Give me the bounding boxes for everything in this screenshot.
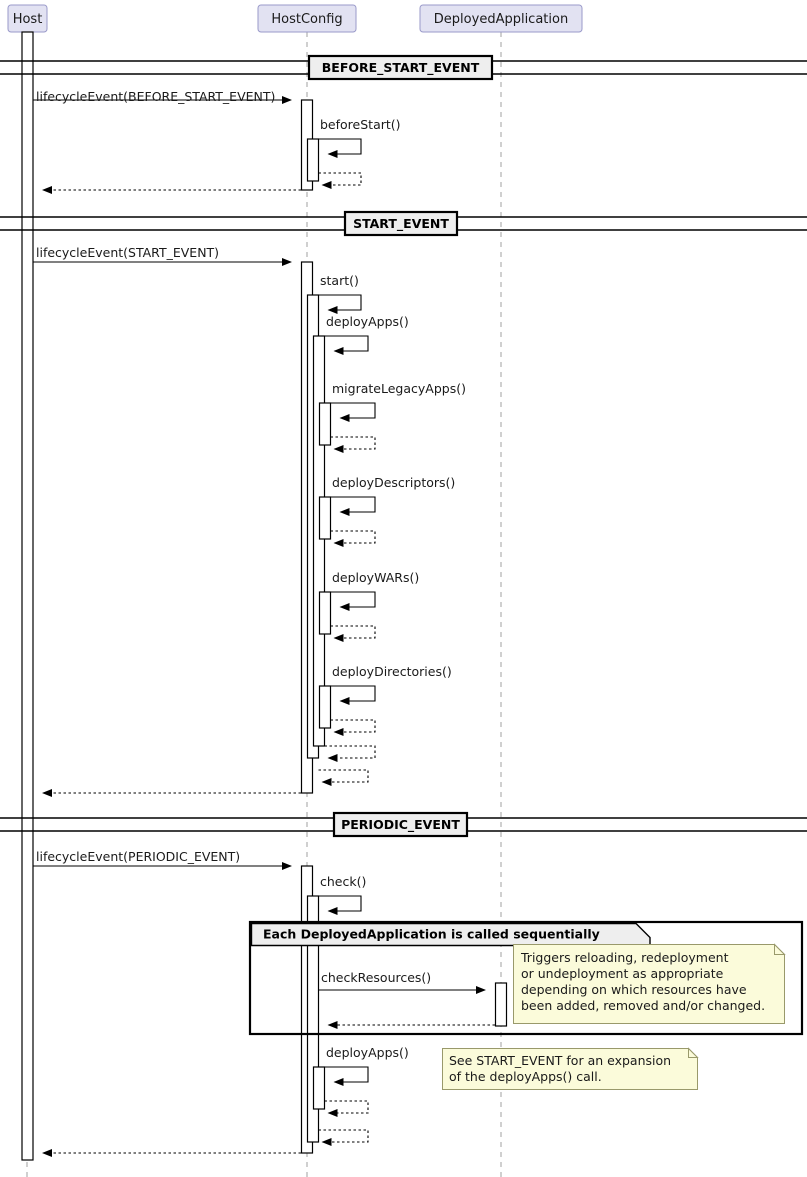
activation-hostconfig-deployapps2-self <box>312 1066 326 1110</box>
message-start-self-call: start() <box>312 273 362 314</box>
note-body-shape <box>513 944 785 1024</box>
message-deployapps-self-call: deployApps() <box>318 314 409 355</box>
message-arrow <box>312 138 362 158</box>
message-deploydescriptors-self-return <box>330 530 376 547</box>
message-label: lifecycleEvent(START_EVENT) <box>36 245 219 260</box>
activation-hostconfig-deploydescriptors-self <box>318 496 332 540</box>
message-return-arrow <box>324 1100 369 1117</box>
activation-hostconfig-migratelegacyapps-self <box>318 402 332 446</box>
message-return-arrow <box>330 625 376 642</box>
message-arrow <box>312 294 362 314</box>
message-deploydirectories-self-return <box>330 719 376 736</box>
activation-hostconfig-deploydirectories-self <box>318 685 332 729</box>
message-deployapps-self-return <box>324 745 376 762</box>
message-label: deployDirectories() <box>332 664 452 679</box>
note-line: Triggers reloading, redeployment <box>520 950 729 965</box>
note-fold-corner <box>688 1047 699 1058</box>
divider-periodic-event: PERIODIC_EVENT <box>0 811 807 838</box>
note-fold-corner <box>774 943 786 955</box>
message-arrow <box>318 1066 369 1086</box>
message-label: deployDescriptors() <box>332 475 455 490</box>
message-deploydirectories-self-call: deployDirectories() <box>324 664 452 705</box>
participant-deployedapplication[interactable]: DeployedApplication <box>419 4 583 33</box>
message-return-arrow <box>318 172 362 189</box>
note-deploy-apps: See START_EVENT for an expansion of the … <box>442 1047 699 1090</box>
group-label: Each DeployedApplication is called seque… <box>263 927 600 942</box>
participant-box-hostconfig[interactable] <box>257 4 357 33</box>
message-deployapps-periodic-self-return <box>324 1100 369 1117</box>
message-beforestart-self-return <box>318 172 362 189</box>
message-lifecycleevent-start-event: lifecycleEvent(START_EVENT) <box>33 245 292 266</box>
message-arrow <box>324 591 376 611</box>
message-label: start() <box>320 273 359 288</box>
activation-host-root <box>21 31 34 1161</box>
activation-hostconfig-deployapps-self <box>312 335 326 747</box>
note-line: of the deployApps() call. <box>449 1069 602 1084</box>
divider-label-periodic-event: PERIODIC_EVENT <box>341 817 460 833</box>
message-label: deployApps() <box>326 1045 409 1060</box>
message-return-arrow <box>324 745 376 762</box>
message-check-self-return <box>318 1129 369 1146</box>
message-return-arrow <box>330 436 376 453</box>
message-label: checkResources() <box>321 970 431 985</box>
participant-label-deployedapplication: DeployedApplication <box>434 12 568 27</box>
participant-hostconfig[interactable]: HostConfig <box>257 4 357 33</box>
message-label: deployWARs() <box>332 570 419 585</box>
lifelines <box>26 32 502 1177</box>
message-label: check() <box>320 874 366 889</box>
participant-host[interactable]: Host <box>7 4 48 33</box>
message-migratelegacyapps-self-call: migrateLegacyApps() <box>324 381 466 422</box>
note-line: been added, removed and/or changed. <box>521 998 765 1013</box>
note-line: See START_EVENT for an expansion <box>449 1053 671 1068</box>
message-label: deployApps() <box>326 314 409 329</box>
message-deploywars-self-return <box>330 625 376 642</box>
message-deployapps-periodic-self-call: deployApps() <box>318 1045 409 1086</box>
activation-bars <box>21 31 508 1161</box>
message-check-self-call: check() <box>312 874 366 915</box>
message-migratelegacyapps-self-return <box>330 436 376 453</box>
message-beforestart-self-call: beforeStart() <box>312 117 401 158</box>
group-frame-rect <box>248 920 804 1036</box>
message-checkresources: checkResources() <box>318 970 486 994</box>
divider-start-event: START_EVENT <box>0 210 807 237</box>
divider-box-before-start-event <box>307 54 494 81</box>
activation-deployedapplication-checkresources <box>494 982 508 1027</box>
message-label: lifecycleEvent(PERIODIC_EVENT) <box>36 849 240 864</box>
message-arrow <box>324 685 376 705</box>
message-return-arrow <box>318 769 369 786</box>
message-lifecycleevent-before-start-event: lifecycleEvent(BEFORE_START_EVENT) <box>33 89 292 104</box>
message-label: migrateLegacyApps() <box>332 381 466 396</box>
participant-box-deployedapplication[interactable] <box>419 4 583 33</box>
divider-box-periodic-event <box>332 811 469 838</box>
group-tab-shape <box>250 922 651 947</box>
message-start-self-return <box>318 769 369 786</box>
note-body-shape <box>442 1048 698 1090</box>
group-each-deployedapplication: Each DeployedApplication is called seque… <box>248 920 804 1036</box>
message-arrow <box>324 402 376 422</box>
message-lifecycleevent-periodic-event: lifecycleEvent(PERIODIC_EVENT) <box>33 849 292 870</box>
message-arrow <box>318 335 369 355</box>
message-return-arrow <box>330 719 376 736</box>
message-arrow <box>312 895 362 915</box>
message-return-arrow <box>318 1129 369 1146</box>
participant-label-hostconfig: HostConfig <box>271 12 342 27</box>
message-label: beforeStart() <box>320 117 401 132</box>
message-arrow <box>324 496 376 516</box>
activation-hostconfig-beforestart-self <box>306 138 320 182</box>
divider-before-start-event: BEFORE_START_EVENT <box>0 54 807 81</box>
message-deploydescriptors-self-call: deployDescriptors() <box>324 475 455 516</box>
divider-label-start-event: START_EVENT <box>353 216 449 232</box>
message-label: lifecycleEvent(BEFORE_START_EVENT) <box>36 89 275 104</box>
divider-box-start-event <box>343 210 459 237</box>
participant-label-host: Host <box>13 12 43 27</box>
note-check-resources: Triggers reloading, redeployment or unde… <box>513 943 786 1024</box>
note-line: or undeployment as appropriate <box>521 966 724 981</box>
note-line: depending on which resources have <box>521 982 747 997</box>
message-deploywars-self-call: deployWARs() <box>324 570 419 611</box>
message-return-arrow <box>330 530 376 547</box>
activation-hostconfig-deploywars-self <box>318 591 332 635</box>
divider-label-before-start-event: BEFORE_START_EVENT <box>322 60 480 76</box>
